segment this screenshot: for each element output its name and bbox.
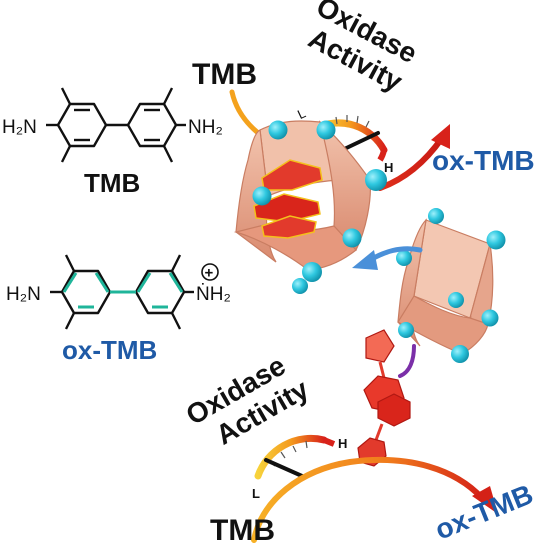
tmb-right-amine: NH₂ (188, 117, 223, 138)
oxtmb-right-label: ox-TMB (432, 145, 535, 176)
oxtmb-left-amine: H₂N (6, 284, 41, 305)
tmb-input-arrow (229, 89, 265, 139)
oxtmb-quinoid-bonds (62, 272, 184, 309)
cage-small-node-5 (481, 309, 499, 327)
cage-large-node-7 (292, 278, 308, 294)
tmb-molecule-name: TMB (84, 168, 140, 198)
cage-small-front-band (397, 295, 489, 355)
oxtmb-molecule-name: ox-TMB (62, 335, 157, 365)
gauge-bottom-needle (264, 458, 304, 478)
cage-small-node-6 (398, 322, 414, 338)
gauge-top-high: H (384, 160, 393, 175)
cage-large-node-5 (302, 262, 322, 282)
oxidase-activity-top: Oxidase Activity (304, 0, 423, 98)
encapsulation-arrowhead (352, 250, 378, 270)
cage-large-right-wall (318, 120, 371, 252)
bottom-conversion-arrow (251, 456, 485, 543)
cage-large (233, 120, 387, 294)
cage-small (396, 208, 506, 363)
oxtmb-right-amine: ṄH₂ (196, 284, 231, 305)
oxtmb-molecule (50, 254, 194, 330)
oxtmb-output-arrowhead-right (431, 124, 450, 149)
tmb-left-amine: H₂N (2, 117, 37, 138)
cage-small-node-1 (428, 208, 444, 224)
guest-to-cage-arrow (398, 344, 416, 378)
guest-molecule-in-cage (253, 159, 323, 239)
cage-large-node-2 (316, 120, 336, 140)
gauge-bottom-low: L (252, 486, 260, 501)
cage-small-node-7 (451, 345, 469, 363)
cage-large-node-6 (342, 228, 362, 248)
cage-large-node-1 (268, 120, 288, 140)
tmb-top-label: TMB (192, 58, 257, 91)
cage-small-node-4 (448, 292, 464, 308)
gauge-bottom-high: H (338, 436, 347, 451)
guest-hexagon-2 (377, 393, 411, 427)
oxtmb-bottom-label: ox-TMB (431, 478, 538, 545)
gauge-bottom-red-tail (322, 437, 336, 447)
oxtmb-output-arrow-right (377, 135, 445, 191)
cage-small-node-2 (486, 230, 506, 250)
gauge-bottom: L H (252, 434, 347, 501)
tmb-bottom-label: TMB (210, 514, 275, 547)
cage-large-node-3 (252, 186, 272, 206)
guest-pentagon (365, 329, 395, 363)
gauge-top-low: L (295, 105, 308, 122)
positive-charge-sign: + (205, 265, 214, 282)
tmb-molecule (46, 87, 186, 163)
cage-small-node-3 (396, 250, 412, 266)
cage-large-node-4 (365, 169, 387, 191)
gauge-bottom-arc (254, 434, 328, 480)
guest-molecule-free (357, 329, 411, 467)
gauge-top-red-tail (377, 149, 387, 162)
positive-charge-circle (201, 263, 219, 281)
bottom-conversion-arrowhead (472, 486, 498, 514)
